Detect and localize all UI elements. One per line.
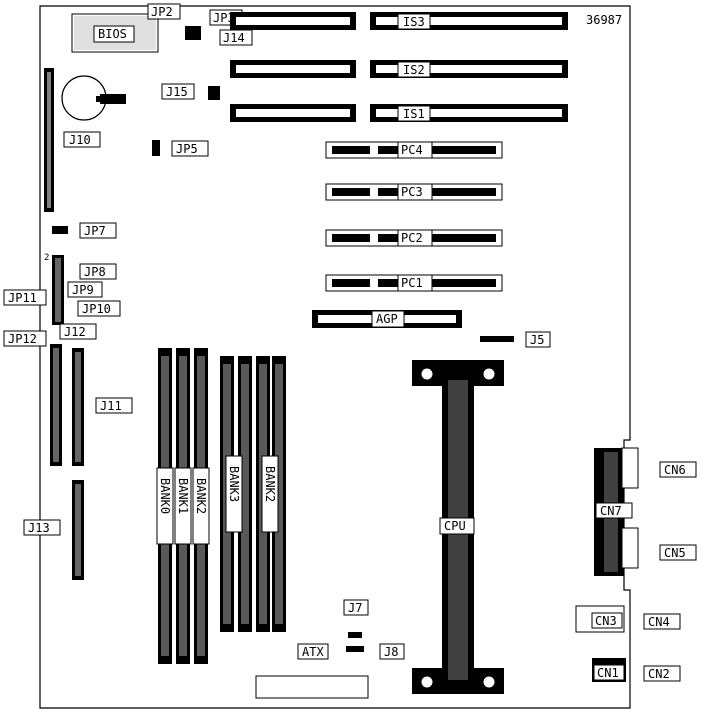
jp12-label: JP12: [3, 330, 47, 347]
svg-text:BANK0: BANK0: [158, 478, 172, 514]
atx-power-connector: ATX: [255, 643, 369, 699]
pci-slot-1: PC1: [325, 274, 503, 292]
bank-label-1: BANK1: [174, 467, 192, 545]
jumper-column: 2: [44, 253, 64, 325]
svg-text:ATX: ATX: [302, 645, 324, 659]
svg-text:CPU: CPU: [444, 519, 466, 533]
jp8-label: JP8: [79, 263, 117, 280]
svg-text:JP7: JP7: [84, 224, 106, 238]
j7-jumper: J7: [343, 599, 369, 638]
cn3-label: CN3: [591, 612, 623, 629]
svg-text:PC3: PC3: [401, 185, 423, 199]
jp9-label: JP9: [67, 281, 103, 298]
svg-text:J12: J12: [64, 325, 86, 339]
cpu-slot: CPU: [412, 360, 504, 694]
svg-text:JP5: JP5: [176, 142, 198, 156]
isa-slot-1: IS1: [230, 104, 568, 122]
svg-text:JP11: JP11: [8, 291, 37, 305]
bank-label-2a: BANK2: [192, 467, 210, 545]
svg-text:AGP: AGP: [376, 312, 398, 326]
j14-label: J14: [219, 29, 253, 46]
svg-text:JP2: JP2: [151, 5, 173, 19]
svg-text:J8: J8: [384, 645, 398, 659]
j10-header: J10: [44, 68, 101, 212]
svg-text:IS2: IS2: [403, 63, 425, 77]
j15-jumper: J15: [161, 83, 220, 100]
cn6-connector: CN6: [621, 447, 697, 489]
j8-jumper: J8: [346, 643, 405, 660]
svg-text:BANK2: BANK2: [263, 466, 277, 502]
svg-text:IS3: IS3: [403, 15, 425, 29]
pci-slot-4: PC4: [325, 141, 503, 159]
bank-label-0: BANK0: [156, 467, 174, 545]
pci-slot-2: PC2: [325, 229, 503, 247]
cn7-connector: CN7: [595, 502, 633, 519]
j5-header: J5: [480, 331, 551, 348]
svg-text:JP3: JP3: [213, 11, 235, 25]
bios-label: BIOS: [98, 27, 127, 41]
svg-text:J10: J10: [69, 133, 91, 147]
jp7-jumper: JP7: [52, 222, 117, 239]
svg-text:BANK3: BANK3: [227, 466, 241, 502]
j13-header: J13: [23, 480, 84, 580]
svg-text:J13: J13: [28, 521, 50, 535]
isa-slot-2: IS2: [230, 60, 568, 78]
jp11-label: JP11: [3, 289, 47, 306]
svg-text:2: 2: [44, 253, 49, 263]
svg-text:J5: J5: [530, 333, 544, 347]
isa-slot-3: IS3: [230, 12, 568, 30]
jp2-jumper: JP2: [147, 3, 201, 40]
svg-text:J15: J15: [166, 85, 188, 99]
svg-text:J14: J14: [223, 31, 245, 45]
svg-text:PC1: PC1: [401, 276, 423, 290]
agp-slot: AGP: [312, 310, 462, 328]
svg-text:CN1: CN1: [597, 666, 619, 680]
j11-header: J11: [72, 348, 133, 466]
jp5-jumper: JP5: [152, 140, 209, 157]
jp10-label: JP10: [77, 300, 121, 317]
svg-text:J7: J7: [348, 601, 362, 615]
svg-text:IS1: IS1: [403, 107, 425, 121]
battery: [61, 75, 126, 121]
bank-label-2b: BANK2: [261, 455, 279, 533]
svg-text:CN5: CN5: [664, 546, 686, 560]
svg-text:CN2: CN2: [648, 667, 670, 681]
svg-text:JP9: JP9: [72, 283, 94, 297]
svg-text:JP10: JP10: [82, 302, 111, 316]
cn5-connector: CN5: [621, 527, 697, 569]
svg-text:CN6: CN6: [664, 463, 686, 477]
svg-text:JP12: JP12: [8, 332, 37, 346]
bios-chip: BIOS: [71, 13, 159, 53]
pci-slot-3: PC3: [325, 183, 503, 201]
cn1-label: CN1: [593, 664, 625, 681]
svg-text:CN3: CN3: [595, 614, 617, 628]
board-id: 36987: [586, 13, 622, 27]
svg-text:J11: J11: [100, 399, 122, 413]
svg-text:CN7: CN7: [600, 504, 622, 518]
svg-text:JP8: JP8: [84, 265, 106, 279]
svg-text:CN4: CN4: [648, 615, 670, 629]
j12-header: J12: [50, 323, 97, 466]
svg-text:BANK1: BANK1: [176, 478, 190, 514]
svg-text:PC4: PC4: [401, 143, 423, 157]
svg-text:BANK2: BANK2: [194, 478, 208, 514]
bank-label-3: BANK3: [225, 455, 243, 533]
svg-text:PC2: PC2: [401, 231, 423, 245]
